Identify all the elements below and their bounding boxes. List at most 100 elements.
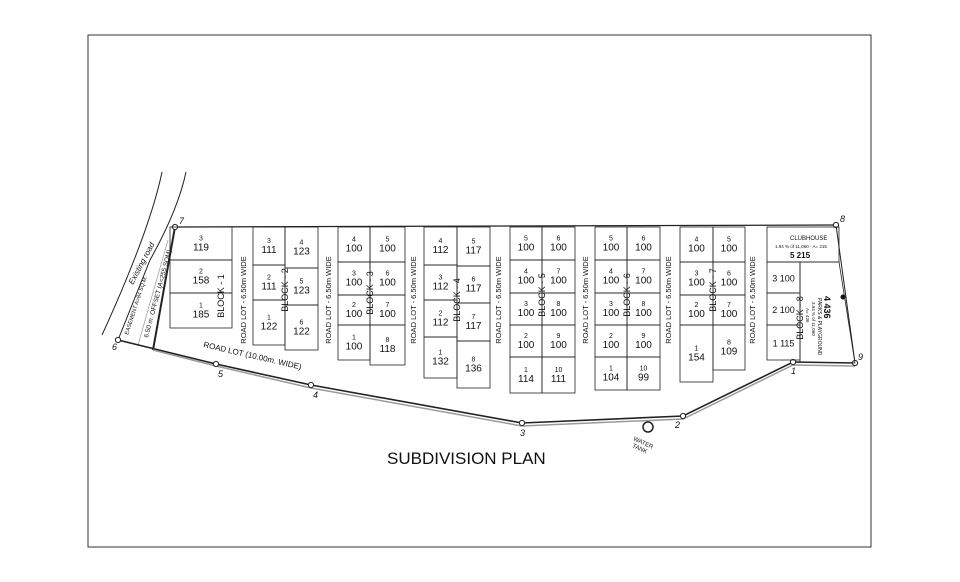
lot-number: 2 xyxy=(199,269,203,276)
lot-number: 6 xyxy=(472,277,476,284)
lot-area: 154 xyxy=(688,353,705,364)
lot-area: 100 xyxy=(550,276,567,287)
lot-area: 185 xyxy=(193,310,210,321)
lot-number: 4 xyxy=(300,240,304,247)
survey-point-marker xyxy=(212,360,220,368)
lot-area: 100 xyxy=(518,340,535,351)
lot-area: 117 xyxy=(466,321,482,332)
lot-number: 6 xyxy=(386,271,390,278)
existing-road-edge xyxy=(117,171,187,341)
lot-area: 100 xyxy=(688,309,705,320)
clubhouse-label: CLUBHOUSE xyxy=(790,236,827,242)
lot-area: 112 xyxy=(433,282,449,293)
lot-area: 100 xyxy=(346,244,363,255)
lot-number: 1 xyxy=(609,366,613,373)
lot-area: 136 xyxy=(465,364,482,375)
lot-number: 3 xyxy=(439,275,443,282)
lot-area: 123 xyxy=(293,247,310,258)
lot-boundary xyxy=(284,304,319,351)
survey-point-marker xyxy=(307,381,315,389)
lot-number: 7 xyxy=(386,302,390,309)
lot-number: 4 xyxy=(352,237,356,244)
lot-number-area: 3 100 xyxy=(772,274,795,284)
lot-area: 111 xyxy=(261,282,277,293)
lot-number: 8 xyxy=(642,301,646,308)
lot-number: 7 xyxy=(557,269,561,276)
lot-area: 100 xyxy=(518,276,535,287)
lot-number: 5 xyxy=(727,237,731,244)
lot-number: 10 xyxy=(640,366,648,373)
lot-number: 1 xyxy=(352,335,356,342)
lot-area: 104 xyxy=(603,373,620,384)
block-label: BLOCK - 6 xyxy=(622,273,632,317)
lot-area: 100 xyxy=(688,244,705,255)
lot-number: 3 xyxy=(199,236,203,243)
lot-number: 3 xyxy=(352,271,356,278)
block-label: BLOCK - 7 xyxy=(708,268,718,312)
inner-road-label: ROAD LOT - 6.50m WIDE xyxy=(239,256,248,343)
block-label: BLOCK - 2 xyxy=(280,268,290,312)
survey-point-marker xyxy=(518,419,526,427)
block-label: BLOCK - 1 xyxy=(216,274,226,318)
block-5: 5100410031002100111461007100810091001011… xyxy=(509,226,590,394)
survey-point-label: 9 xyxy=(858,352,863,362)
lot-area: 118 xyxy=(380,344,396,355)
lot-number: 1 xyxy=(695,346,699,353)
block-6: 5100410031002100110461007100810091001099… xyxy=(594,226,673,391)
lot-number: 7 xyxy=(472,314,476,321)
lot[interactable]: 3 100 xyxy=(766,261,801,294)
lot-area: 112 xyxy=(433,245,449,256)
survey-point-label: 7 xyxy=(179,216,185,226)
lot-area: 132 xyxy=(432,357,449,368)
park-lot xyxy=(799,261,856,364)
lot-area: 123 xyxy=(293,286,310,297)
park-area: A= 436 xyxy=(805,308,810,323)
lot-number: 6 xyxy=(727,271,731,278)
block-label: BLOCK - 5 xyxy=(537,273,547,317)
lot-number: 5 xyxy=(609,236,613,243)
lot-number: 3 xyxy=(524,301,528,308)
lot-number: 5 xyxy=(386,237,390,244)
lot-area: 111 xyxy=(261,245,277,256)
inner-road-label: ROAD LOT - 6.50m WIDE xyxy=(664,256,673,343)
lot-area: 100 xyxy=(550,340,567,351)
survey-point-marker xyxy=(832,221,840,229)
lot-number: 6 xyxy=(642,236,646,243)
